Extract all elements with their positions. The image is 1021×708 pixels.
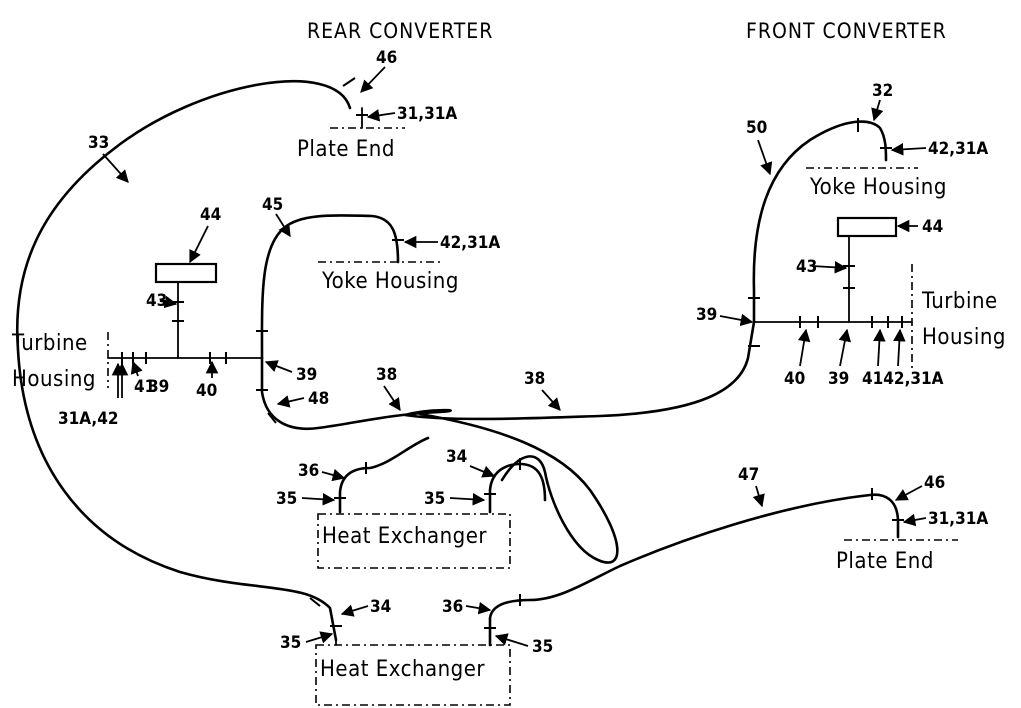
tube-38 xyxy=(260,320,756,431)
callout-31a-42-rear: 31A,42 xyxy=(58,409,119,429)
turbine-housing-rear-label-2: Housing xyxy=(12,367,96,392)
heat-exchanger-lower-outline xyxy=(315,644,511,706)
callout-47: 47 xyxy=(738,465,759,485)
callout-44-front: 44 xyxy=(922,217,943,237)
tube-45 xyxy=(260,214,400,360)
valve-44-front xyxy=(836,216,898,238)
callout-34-lower: 34 xyxy=(370,597,391,617)
tube-50 xyxy=(752,120,888,324)
turbine-housing-rear-label-1: Turbine xyxy=(11,331,88,356)
callout-35-upper-mid: 35 xyxy=(424,489,445,509)
plate-end-front-label: Plate End xyxy=(836,549,934,574)
yoke-housing-rear-label: Yoke Housing xyxy=(321,269,459,294)
callout-43-front: 43 xyxy=(796,257,817,277)
callout-42-31a-rear-yoke: 42,31A xyxy=(440,233,500,253)
callout-41-rear: 41 xyxy=(134,377,155,397)
tube-38-crossover xyxy=(418,412,619,564)
callout-34-upper: 34 xyxy=(446,447,467,467)
callout-46-front: 46 xyxy=(924,473,945,493)
plate-end-rear-label: Plate End xyxy=(297,137,395,162)
callout-44-rear: 44 xyxy=(200,205,221,225)
turbine-housing-front-label-2: Housing xyxy=(922,325,1006,350)
callout-33: 33 xyxy=(88,133,109,153)
heat-exchanger-upper-label: Heat Exchanger xyxy=(322,524,487,549)
callout-35-upper-left: 35 xyxy=(276,489,297,509)
callout-48: 48 xyxy=(308,389,329,409)
callout-39-front-left: 39 xyxy=(696,305,717,325)
callout-46-rear: 46 xyxy=(376,48,397,68)
callout-35-lower-right: 35 xyxy=(532,637,553,657)
callout-4142-31a-front: 4142,31A xyxy=(862,369,944,389)
callout-31-31a-front: 31,31A xyxy=(928,509,988,529)
tube-47 xyxy=(488,493,900,647)
callout-31-31a-rear: 31,31A xyxy=(397,104,457,124)
rear-converter-heading: REAR CONVERTER xyxy=(307,19,493,43)
callout-36-upper: 36 xyxy=(298,461,319,481)
callout-35-lower-left: 35 xyxy=(280,633,301,653)
tube-36-upper xyxy=(338,436,430,514)
heat-exchanger-upper-outline xyxy=(317,513,511,569)
callout-39-rear-bottom: 39 xyxy=(148,377,169,397)
callout-40-front: 40 xyxy=(784,369,805,389)
callout-45: 45 xyxy=(262,195,283,215)
callout-32: 32 xyxy=(872,81,893,101)
yoke-housing-front-label: Yoke Housing xyxy=(809,175,947,200)
tube-34-upper xyxy=(488,462,547,514)
callout-39-rear-right: 39 xyxy=(296,365,317,385)
valve-44-rear xyxy=(154,262,218,284)
callout-38-right: 38 xyxy=(524,369,545,389)
callout-42-31a-front-yoke: 42,31A xyxy=(928,139,988,159)
callout-43-rear: 43 xyxy=(146,291,167,311)
callout-40-rear: 40 xyxy=(196,381,217,401)
callout-36-lower: 36 xyxy=(442,597,463,617)
callout-39-front-bottom: 39 xyxy=(828,369,849,389)
front-converter-heading: FRONT CONVERTER xyxy=(746,19,947,43)
callout-38-left: 38 xyxy=(376,365,397,385)
callout-50: 50 xyxy=(746,118,767,138)
tube-33 xyxy=(15,80,352,642)
heat-exchanger-lower-label: Heat Exchanger xyxy=(320,657,485,682)
turbine-housing-front-label-1: Turbine xyxy=(921,289,998,314)
